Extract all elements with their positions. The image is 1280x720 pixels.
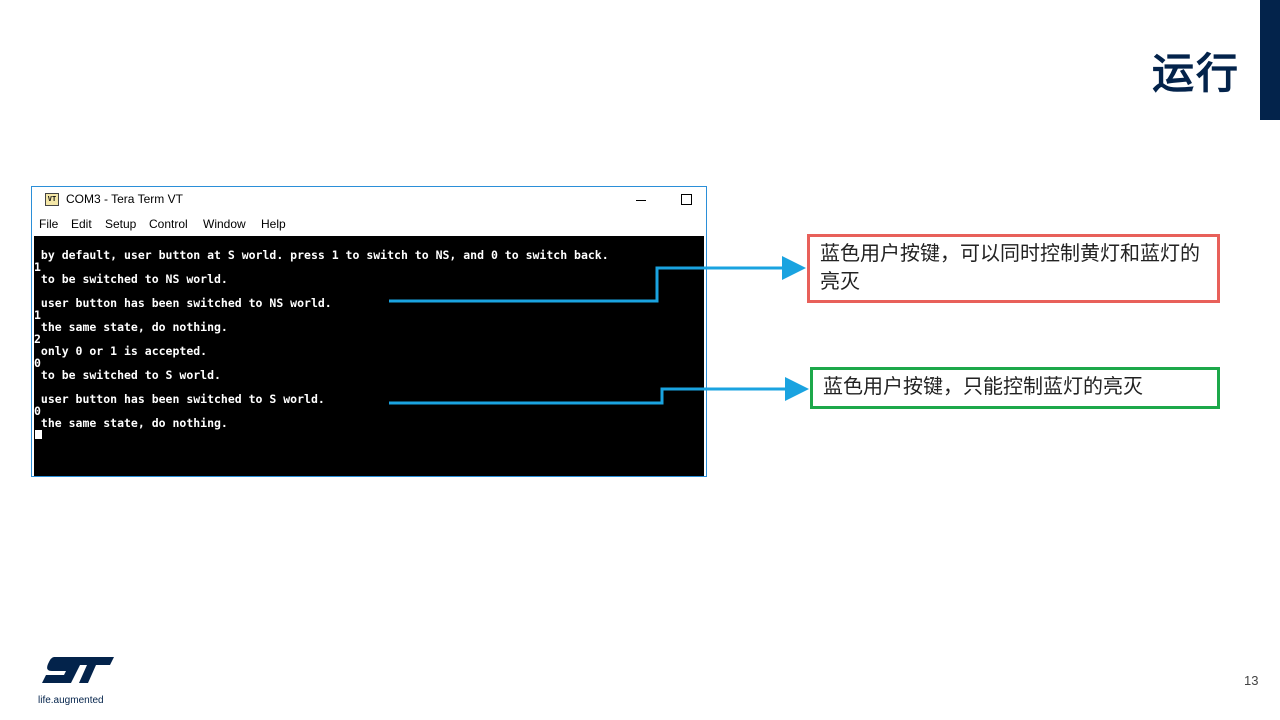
page-number: 13	[1244, 673, 1259, 688]
terminal-line: only 0 or 1 is accepted.	[34, 344, 208, 358]
terminal-cursor	[35, 430, 42, 439]
st-logo-icon	[42, 657, 114, 683]
terminal-line: 1	[34, 260, 41, 274]
window-title: COM3 - Tera Term VT	[66, 192, 183, 206]
terminal-line: by default, user button at S world. pres…	[34, 248, 609, 262]
tera-term-app-icon[interactable]: VT	[45, 193, 59, 206]
terminal-line: to be switched to S world.	[34, 368, 221, 382]
terminal-line: 0	[34, 404, 41, 418]
terminal-line: to be switched to NS world.	[34, 272, 228, 286]
menu-bar: File Edit Setup Control Window Help	[32, 213, 706, 235]
terminal-line: 1	[34, 308, 41, 322]
menu-window[interactable]: Window	[203, 217, 246, 231]
terminal-output[interactable]: by default, user button at S world. pres…	[34, 236, 704, 476]
ns-world-callout: 蓝色用户按键，可以同时控制黄灯和蓝灯的亮灭	[807, 234, 1220, 303]
menu-edit[interactable]: Edit	[71, 217, 92, 231]
terminal-line: 0	[34, 356, 41, 370]
terminal-line: the same state, do nothing.	[34, 416, 228, 430]
tera-term-window: VT COM3 - Tera Term VT File Edit Setup C…	[31, 186, 707, 477]
terminal-line: user button has been switched to S world…	[34, 392, 325, 406]
brand-tagline: life.augmented	[38, 695, 104, 706]
maximize-icon[interactable]	[662, 187, 708, 213]
terminal-line: the same state, do nothing.	[34, 320, 228, 334]
terminal-line: user button has been switched to NS worl…	[34, 296, 332, 310]
accent-bar	[1260, 0, 1280, 120]
minimize-icon[interactable]	[616, 187, 662, 213]
menu-file[interactable]: File	[39, 217, 59, 231]
s-world-callout: 蓝色用户按键，只能控制蓝灯的亮灭	[810, 367, 1220, 409]
window-titlebar[interactable]: VT COM3 - Tera Term VT	[32, 187, 706, 213]
menu-control[interactable]: Control	[149, 217, 188, 231]
terminal-line: 2	[34, 332, 41, 346]
menu-help[interactable]: Help	[261, 217, 286, 231]
slide-title: 运行	[1151, 49, 1240, 98]
menu-setup[interactable]: Setup	[105, 217, 137, 231]
